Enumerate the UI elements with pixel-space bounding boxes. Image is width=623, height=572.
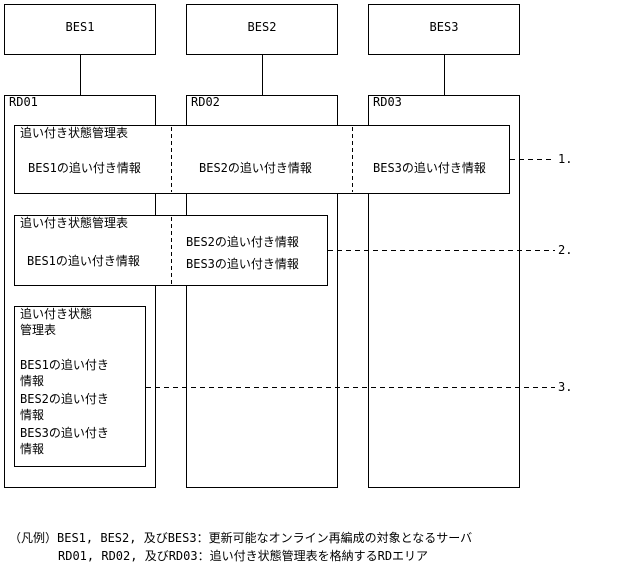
table-2-info-bes2: BES2の追い付き情報 (186, 234, 299, 249)
table-3-info-bes3-line2: 情報 (20, 442, 44, 456)
server-label-bes3: BES3 (430, 20, 459, 34)
callout-1-label: 1. (558, 152, 572, 166)
table-1-info-bes2: BES2の追い付き情報 (199, 160, 312, 175)
rd-area-rd03 (368, 95, 520, 488)
table-3-info-bes2-line2: 情報 (20, 408, 44, 422)
rd-area-rd01 (4, 95, 156, 488)
legend-line-2: RD01, RD02, 及びRD03：追い付き状態管理表を格納するRDエリア (58, 549, 429, 563)
table-3-info-bes3-line1: BES3の追い付き (20, 425, 109, 440)
rd-label-rd01: RD01 (9, 95, 38, 109)
table-3-box (14, 306, 146, 467)
table-3-info-bes1-line1: BES1の追い付き (20, 357, 109, 372)
rd-label-rd03: RD03 (373, 95, 402, 109)
table-2-info-bes1: BES1の追い付き情報 (27, 253, 140, 268)
table-3-info-bes1-line2: 情報 (20, 374, 44, 388)
table-3-info-bes2-line1: BES2の追い付き (20, 391, 109, 406)
server-label-bes2: BES2 (248, 20, 277, 34)
legend-line-1: （凡例）BES1, BES2, 及びBES3：更新可能なオンライン再編成の対象と… (9, 531, 473, 545)
table-1-info-bes3: BES3の追い付き情報 (373, 160, 486, 175)
rd-label-rd02: RD02 (191, 95, 220, 109)
table-3-title-line2: 管理表 (20, 322, 56, 337)
callout-2-label: 2. (558, 243, 572, 257)
rd-area-rd02 (186, 95, 338, 488)
table-3-title-line1: 追い付き状態 (20, 306, 92, 321)
callout-3-label: 3. (558, 380, 572, 394)
server-label-bes1: BES1 (66, 20, 95, 34)
table-2-info-bes3: BES3の追い付き情報 (186, 256, 299, 271)
table-1-title: 追い付き状態管理表 (20, 125, 128, 140)
table-1-box (14, 125, 510, 194)
table-2-title: 追い付き状態管理表 (20, 215, 128, 230)
table-1-info-bes1: BES1の追い付き情報 (28, 160, 141, 175)
